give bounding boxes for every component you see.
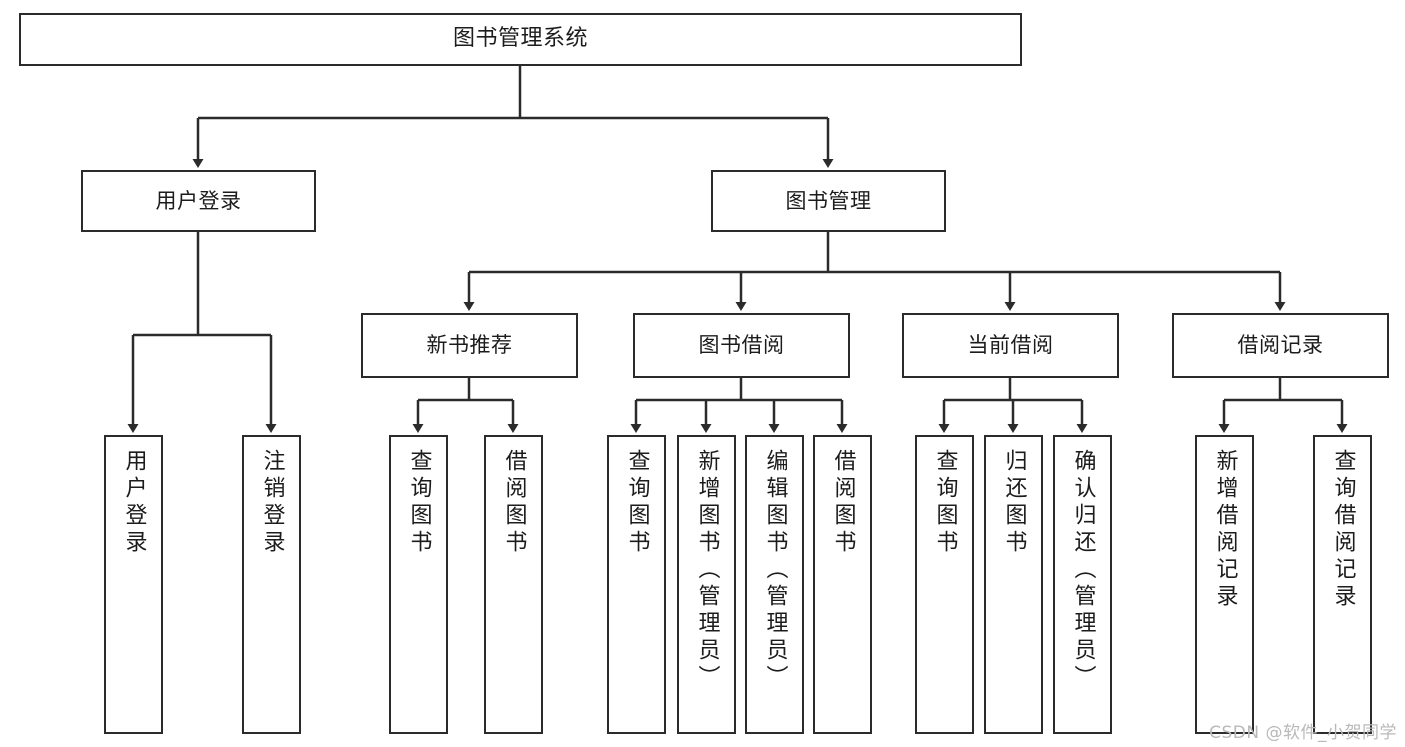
node-leaf-confirm-return-admin[interactable]: 确认归还（管理员） [1053, 435, 1112, 734]
node-root-book-management-system[interactable]: 图书管理系统 [19, 13, 1022, 66]
node-book-borrow[interactable]: 图书借阅 [633, 313, 850, 378]
node-user-login[interactable]: 用户登录 [81, 170, 316, 232]
node-leaf-user-login[interactable]: 用户登录 [104, 435, 163, 734]
node-label: 确认归还（管理员） [1070, 449, 1096, 692]
node-label: 当前借阅 [967, 333, 1054, 358]
node-leaf-borrow-book-newbook[interactable]: 借阅图书 [484, 435, 543, 734]
node-label: 借阅图书 [830, 449, 856, 557]
node-leaf-borrow-book[interactable]: 借阅图书 [813, 435, 872, 734]
node-new-book-recommend[interactable]: 新书推荐 [361, 313, 578, 378]
node-label: 图书管理 [785, 188, 872, 213]
node-label: 新书推荐 [426, 333, 513, 358]
node-label: 注销登录 [259, 449, 285, 557]
node-leaf-query-book-current[interactable]: 查询图书 [915, 435, 974, 734]
node-leaf-add-book-admin[interactable]: 新增图书（管理员） [677, 435, 736, 734]
node-leaf-edit-book-admin[interactable]: 编辑图书（管理员） [745, 435, 804, 734]
node-label: 查询图书 [406, 449, 432, 557]
node-book-management[interactable]: 图书管理 [711, 170, 946, 232]
node-leaf-return-book[interactable]: 归还图书 [984, 435, 1043, 734]
node-label: 查询图书 [932, 449, 958, 557]
node-label: 借阅记录 [1237, 333, 1324, 358]
node-label: 编辑图书（管理员） [762, 449, 788, 692]
node-label: 新增借阅记录 [1212, 449, 1238, 611]
node-leaf-logout[interactable]: 注销登录 [242, 435, 301, 734]
node-leaf-add-borrow-record[interactable]: 新增借阅记录 [1195, 435, 1254, 734]
node-label: 用户登录 [155, 188, 242, 213]
node-label: 借阅图书 [501, 449, 527, 557]
node-label: 查询图书 [624, 449, 650, 557]
node-leaf-query-book-borrow[interactable]: 查询图书 [607, 435, 666, 734]
node-label: 图书借阅 [698, 333, 785, 358]
node-label: 用户登录 [121, 449, 147, 557]
node-label: 归还图书 [1001, 449, 1027, 557]
node-leaf-query-book-newbook[interactable]: 查询图书 [389, 435, 448, 734]
node-current-borrow[interactable]: 当前借阅 [902, 313, 1119, 378]
node-borrow-record[interactable]: 借阅记录 [1172, 313, 1389, 378]
csdn-watermark: CSDN @软件_小贺同学 [1209, 723, 1397, 743]
node-label: 查询借阅记录 [1330, 449, 1356, 611]
node-label: 新增图书（管理员） [694, 449, 720, 692]
node-leaf-query-borrow-record[interactable]: 查询借阅记录 [1313, 435, 1372, 734]
node-label: 图书管理系统 [452, 26, 588, 52]
